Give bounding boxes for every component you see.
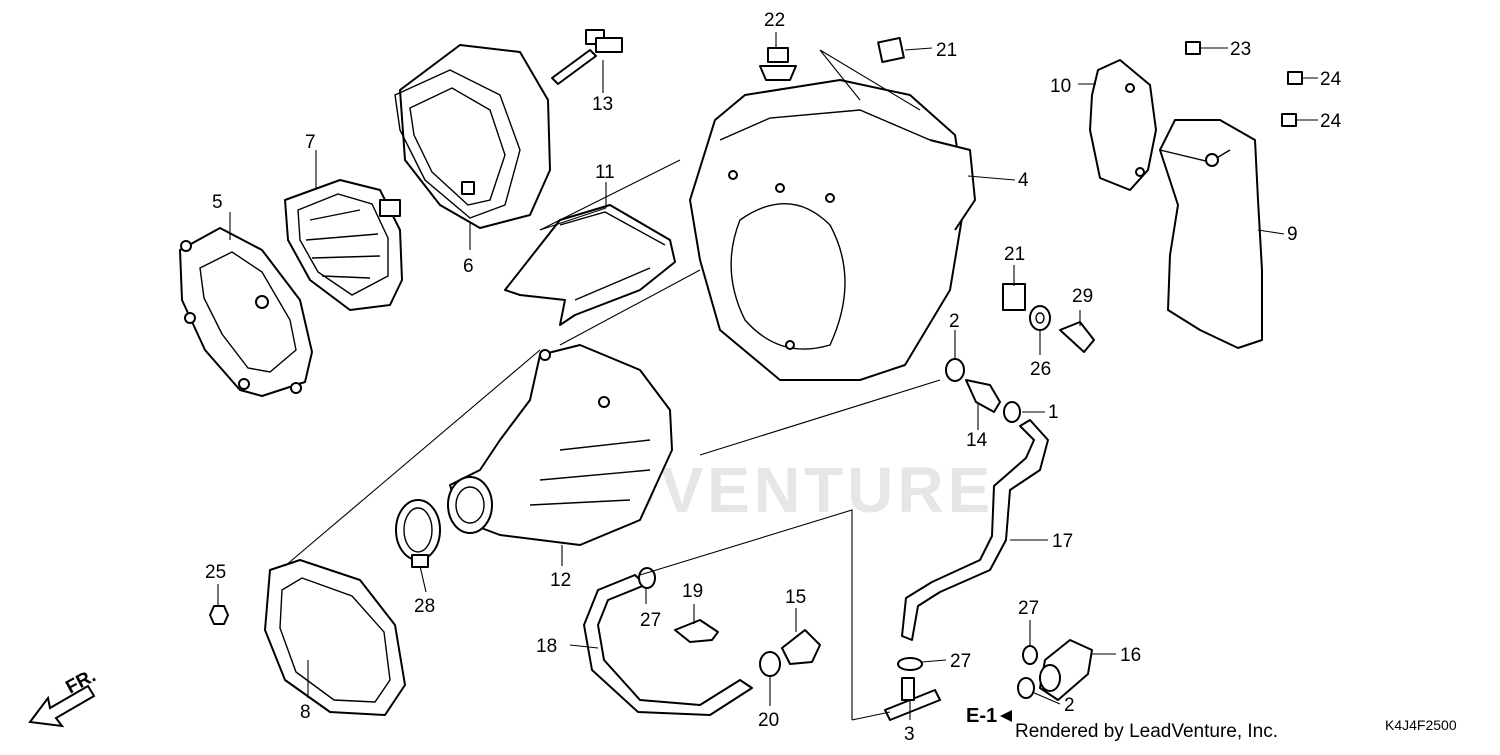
callout-2-upper: 2 xyxy=(949,311,960,332)
part-21-nut-top xyxy=(877,36,905,64)
leader-lines xyxy=(217,32,1318,721)
callout-9: 9 xyxy=(1287,224,1298,245)
part-16-hose xyxy=(1039,639,1093,701)
callout-5: 5 xyxy=(212,192,223,213)
callout-13: 13 xyxy=(592,94,613,115)
part-9-duct-cover xyxy=(1159,119,1263,349)
part-7-air-element xyxy=(284,179,403,311)
part-20-clamp xyxy=(759,651,781,677)
part-29-bolt xyxy=(1059,321,1095,353)
callout-11: 11 xyxy=(595,162,615,183)
part-27-clamp-upper xyxy=(638,567,656,589)
part-13-bolt xyxy=(551,29,623,85)
part-23-screw xyxy=(1185,41,1201,55)
part-19-clip xyxy=(674,619,719,643)
callout-29: 29 xyxy=(1072,286,1093,307)
callout-24-lower: 24 xyxy=(1320,111,1342,132)
callout-14: 14 xyxy=(966,430,988,451)
callout-2-lower: 2 xyxy=(1064,695,1075,716)
direction-label: FR. xyxy=(62,666,99,699)
part-28-hose-clamp xyxy=(395,499,441,568)
callout-3: 3 xyxy=(904,724,915,745)
callout-21-lower: 21 xyxy=(1004,244,1025,265)
part-8-gasket xyxy=(264,559,406,716)
part-25-nut xyxy=(209,605,229,625)
callout-27-right: 27 xyxy=(1018,598,1039,619)
reference-label: E-1 xyxy=(966,705,997,727)
diagram-code: K4J4F2500 xyxy=(1385,717,1457,733)
credit-text: Rendered by LeadVenture, Inc. xyxy=(1015,721,1278,742)
callout-22: 22 xyxy=(764,10,785,31)
part-27-clamp-lower-a xyxy=(897,657,923,671)
callout-19: 19 xyxy=(682,581,703,602)
part-22-clip xyxy=(759,47,797,81)
part-27-clamp-lower-b xyxy=(1022,645,1038,665)
callout-23: 23 xyxy=(1230,39,1251,60)
part-11-bracket xyxy=(504,204,676,326)
callout-10: 10 xyxy=(1050,76,1071,97)
callout-18: 18 xyxy=(536,636,557,657)
callout-17: 17 xyxy=(1052,531,1073,552)
part-10-side-cover xyxy=(1089,59,1157,191)
callout-numbers: 5 7 6 11 13 22 21 4 10 9 23 24 24 21 29 … xyxy=(205,10,1342,745)
part-3-joint xyxy=(884,677,941,721)
callout-6: 6 xyxy=(463,256,474,277)
part-21-nut-lower xyxy=(1002,283,1026,311)
callout-12: 12 xyxy=(550,570,571,591)
callout-20: 20 xyxy=(758,710,779,731)
part-4-air-cleaner-case xyxy=(689,79,976,381)
part-18-hose xyxy=(583,574,753,716)
callout-15: 15 xyxy=(785,587,806,608)
front-direction-arrow: FR. xyxy=(28,666,99,728)
part-5-plate xyxy=(179,227,313,397)
callout-8: 8 xyxy=(300,702,311,723)
callout-24-upper: 24 xyxy=(1320,69,1342,90)
callout-27-mid: 27 xyxy=(950,651,971,672)
callout-1: 1 xyxy=(1048,402,1059,423)
part-2-clamp-lower xyxy=(1017,677,1035,699)
part-2-clamp-upper xyxy=(945,358,965,382)
callout-26: 26 xyxy=(1030,359,1051,380)
callout-16: 16 xyxy=(1120,645,1141,666)
part-24-screw-a xyxy=(1287,71,1303,85)
reference-arrow-icon xyxy=(1000,710,1012,722)
part-24-screw-b xyxy=(1281,113,1297,127)
part-6-filter-cover xyxy=(394,44,551,229)
callout-7: 7 xyxy=(305,132,316,153)
part-15-plug xyxy=(781,629,821,665)
part-14-fitting xyxy=(965,379,1001,413)
callout-27-left: 27 xyxy=(640,610,661,631)
callout-25: 25 xyxy=(205,562,226,583)
callout-21-top: 21 xyxy=(936,40,957,61)
part-12-intake-tube xyxy=(447,344,673,546)
part-26-washer xyxy=(1029,305,1051,331)
callout-28: 28 xyxy=(414,596,435,617)
part-17-drain-hose xyxy=(901,419,1049,641)
callout-4: 4 xyxy=(1018,170,1029,191)
part-1-clamp xyxy=(1003,401,1021,423)
